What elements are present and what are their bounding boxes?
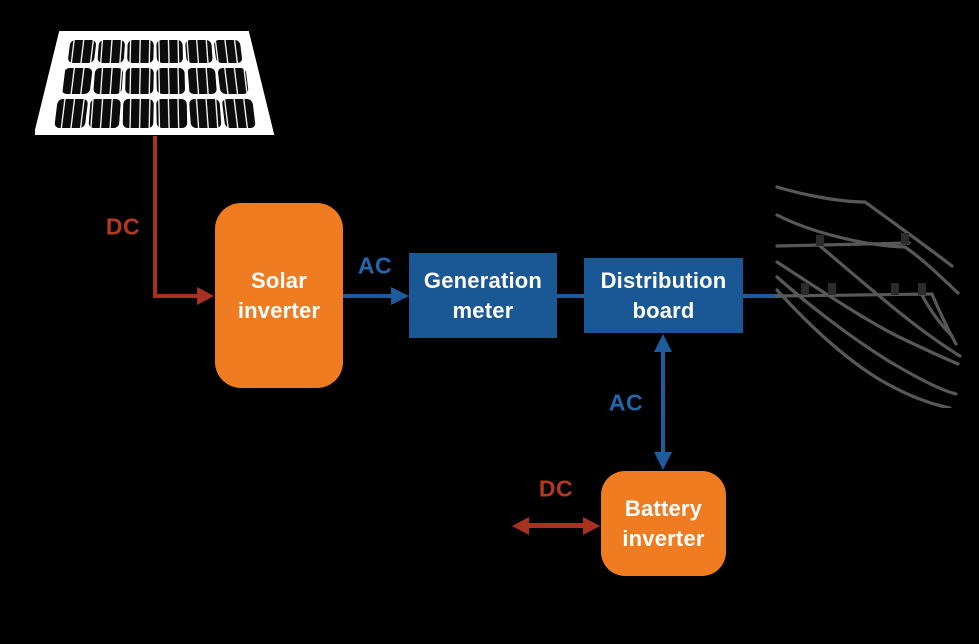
solar-inverter-label-line1: Solar: [250, 267, 308, 293]
generation-meter-label-line2: meter: [452, 297, 514, 323]
dc-line-vertical: [153, 136, 157, 296]
solar-inverter-node: Solar inverter: [215, 203, 343, 388]
ac-arrowhead-icon: [391, 287, 409, 305]
line-board-to-grid: [743, 294, 781, 298]
ac-line-board-battery: [661, 351, 665, 453]
dc-label-panel: DC: [105, 213, 141, 240]
line-meter-to-board: [557, 294, 584, 298]
ac-arrowhead-down-icon: [654, 452, 672, 470]
dc-line-battery: [528, 523, 585, 528]
dc-arrowhead-icon: [197, 287, 214, 305]
ac-line-inverter-to-meter: [343, 294, 392, 298]
dc-arrowhead-left-icon: [512, 517, 529, 535]
ac-arrowhead-up-icon: [654, 334, 672, 352]
power-grid-icon: [775, 185, 962, 408]
distribution-board-label-line2: board: [632, 297, 695, 323]
distribution-board-node: Distribution board: [584, 258, 743, 333]
dc-label-battery: DC: [538, 475, 574, 502]
battery-inverter-label-line1: Battery: [624, 495, 703, 521]
generation-meter-label-line1: Generation: [423, 267, 543, 293]
dc-line-horizontal: [153, 294, 197, 298]
generation-meter-node: Generation meter: [409, 253, 557, 338]
battery-inverter-label-line2: inverter: [622, 525, 705, 551]
battery-inverter-node: Battery inverter: [601, 471, 726, 576]
solar-panel-icon: [35, 31, 275, 135]
ac-label-inverter: AC: [357, 252, 393, 279]
ac-label-battery: AC: [608, 389, 644, 416]
solar-inverter-label-line2: inverter: [237, 297, 321, 323]
dc-arrowhead-right-icon: [583, 517, 600, 535]
distribution-board-label-line1: Distribution: [600, 267, 727, 293]
